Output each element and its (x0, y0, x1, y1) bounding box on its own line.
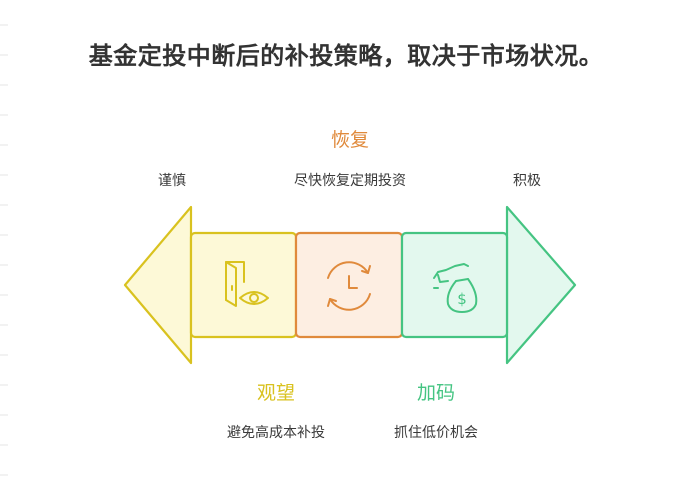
right-side-label: 积极 (513, 173, 541, 189)
stage-detail-wait: 避免高成本补投 (227, 425, 325, 441)
svg-text:$: $ (457, 290, 467, 308)
stage-detail-increase: 抓住低价机会 (394, 425, 478, 441)
door-eye-icon (225, 261, 269, 307)
left-arrow-head (123, 205, 193, 365)
stage-detail-recover: 尽快恢复定期投资 (294, 173, 406, 189)
clock-refresh-icon (327, 261, 371, 311)
stage-heading-wait: 观望 (256, 382, 295, 404)
money-bag-hand-icon: $ (433, 263, 478, 313)
stage-box-increase (400, 231, 509, 339)
stage-heading-recover: 恢复 (330, 129, 369, 151)
stage-heading-increase: 加码 (416, 382, 455, 404)
right-arrow-head (505, 205, 577, 365)
stage-box-wait (189, 231, 298, 339)
left-side-label: 谨慎 (158, 173, 186, 189)
left-edge-marks (0, 24, 8, 476)
diagram-title: 基金定投中断后的补投策略，取决于市场状况。 (88, 42, 604, 70)
